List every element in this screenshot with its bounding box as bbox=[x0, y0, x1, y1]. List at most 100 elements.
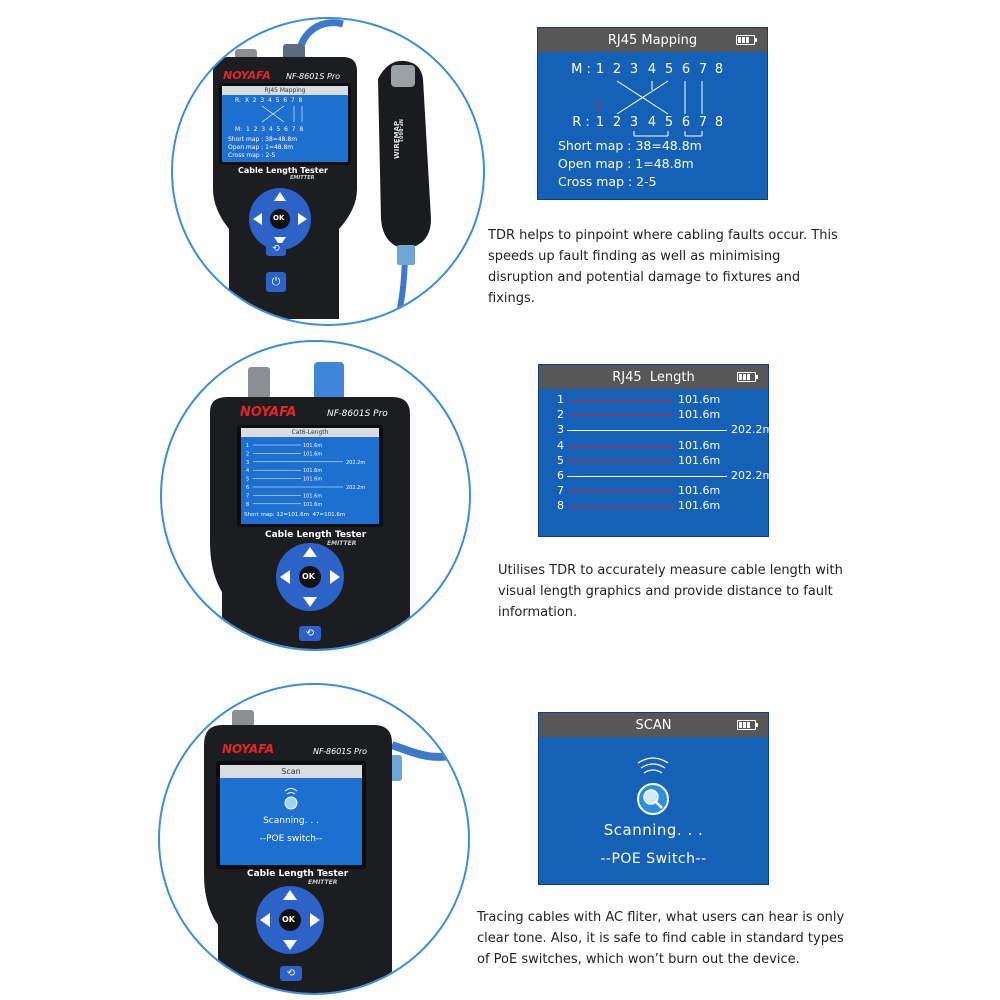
length-row: 2 101.6m bbox=[557, 408, 777, 422]
length-title: RJ45 Length bbox=[612, 369, 695, 385]
length-row: 5 101.6m bbox=[557, 454, 777, 468]
open-map-line: Open map : 1=48.8m bbox=[558, 156, 694, 171]
ok-button-label[interactable]: OK bbox=[273, 214, 285, 222]
length-value: 202.2m bbox=[731, 423, 774, 437]
ok-button-label[interactable]: OK bbox=[302, 572, 315, 581]
device-screen: RJ45 Mapping R: X 2 3 4 5 6 7 8 M: 1 2 3… bbox=[222, 86, 348, 162]
brand-logo: NOYAFA bbox=[222, 742, 275, 756]
mini-pin-number: 3 bbox=[246, 460, 249, 466]
mapping-panel: RJ45 Mapping M : 1 2 3 4 5 6 7 8 R : 1 2… bbox=[537, 27, 768, 200]
device-screen-title: RJ45 Mapping bbox=[222, 86, 348, 95]
device-sub-plate: EMITTER bbox=[308, 879, 338, 886]
back-button[interactable]: ⟲ bbox=[266, 243, 286, 256]
mini-pin-number: 4 bbox=[246, 468, 249, 474]
device-plate: Cable Length Tester bbox=[247, 869, 349, 879]
device-screen-status: Scanning. . . bbox=[263, 816, 319, 826]
r-pin: 8 bbox=[714, 115, 724, 130]
r-label: R : bbox=[572, 115, 590, 130]
length-row: 6 202.2m bbox=[557, 469, 777, 483]
length-bar bbox=[567, 415, 674, 417]
m-pin: 7 bbox=[698, 62, 708, 77]
mapping-title-bar: RJ45 Mapping bbox=[538, 28, 767, 52]
mapping-r-row: R : 1 2 3 4 5 6 7 8 bbox=[538, 115, 767, 131]
length-title-bar: RJ45 Length bbox=[539, 365, 768, 389]
r-pin: 4 bbox=[647, 115, 657, 130]
mini-length-value: 101.6m bbox=[303, 477, 322, 483]
device-plate: Cable Length Tester bbox=[265, 530, 367, 540]
length-bar bbox=[567, 445, 674, 447]
length-bar bbox=[567, 491, 674, 493]
mini-pin-number: 8 bbox=[246, 502, 249, 508]
length-bar bbox=[567, 430, 727, 432]
ok-button-label[interactable]: OK bbox=[282, 915, 295, 924]
pin-number: 6 bbox=[557, 469, 564, 482]
mini-pin-number: 6 bbox=[246, 485, 249, 491]
length-value: 101.6m bbox=[678, 393, 721, 406]
model-label: NF-8601S Pro bbox=[327, 409, 388, 419]
back-button[interactable]: ⟲ bbox=[280, 966, 302, 981]
product-photo-mapping: NOYAFA NF-8601S Pro RJ45 Mapping R: X 2 … bbox=[171, 17, 485, 326]
pin-number: 2 bbox=[557, 408, 564, 422]
magnifier-icon bbox=[637, 757, 669, 815]
device-screen-r-row: R: X 2 3 4 5 6 7 8 bbox=[235, 97, 303, 104]
length-value: 101.6m bbox=[678, 499, 721, 513]
device-screen-line-2: Open map : 1=48.8m bbox=[228, 144, 294, 151]
brand-logo: NOYAFA bbox=[240, 405, 297, 420]
scan-result: --POE Switch-- bbox=[600, 851, 707, 867]
back-button[interactable]: ⟲ bbox=[299, 626, 321, 641]
length-row: 7 101.6m bbox=[557, 484, 777, 498]
dpad[interactable] bbox=[252, 882, 328, 958]
mini-length-value: 101.6m bbox=[303, 468, 322, 474]
length-description: Utilises TDR to accurately measure cable… bbox=[498, 563, 843, 620]
power-button[interactable]: ⏻ bbox=[266, 272, 286, 292]
length-bar bbox=[567, 476, 727, 477]
m-pin: 4 bbox=[647, 62, 657, 77]
brand-logo: NOYAFA bbox=[223, 69, 271, 82]
pin-number: 7 bbox=[557, 484, 564, 498]
mini-pin-number: 2 bbox=[246, 451, 249, 457]
r-pin: 2 bbox=[612, 115, 622, 130]
mini-length-value: 101.6m bbox=[303, 493, 322, 499]
length-value: 101.6m bbox=[678, 438, 721, 452]
device-plate: Cable Length Tester bbox=[238, 166, 328, 175]
dpad[interactable] bbox=[272, 539, 348, 615]
length-value: 101.6m bbox=[678, 484, 721, 498]
scan-status: Scanning. . . bbox=[603, 821, 704, 839]
device-sub-plate: EMITTER bbox=[290, 175, 315, 181]
mapping-title: RJ45 Mapping bbox=[607, 32, 698, 48]
scan-title-bar: SCAN bbox=[539, 713, 768, 737]
mini-length-value: 101.6m bbox=[303, 502, 322, 508]
pin-number: 5 bbox=[557, 453, 564, 467]
cross-map-line: Cross map : 2-5 bbox=[558, 174, 657, 189]
mini-length-value: 202.2m bbox=[346, 460, 365, 466]
mini-pin-number: 1 bbox=[246, 443, 249, 449]
length-bar bbox=[567, 506, 674, 508]
mini-length-value: 101.6m bbox=[303, 443, 322, 449]
length-bar bbox=[567, 460, 674, 462]
dpad[interactable] bbox=[245, 184, 315, 254]
m-pin: 6 bbox=[681, 62, 691, 77]
model-label: NF-8601S Pro bbox=[286, 72, 341, 81]
scan-panel: SCAN Scanning. . . --POE Switch-- bbox=[538, 712, 769, 885]
length-row: 8 101.6m bbox=[557, 499, 777, 513]
m-label: M : bbox=[571, 62, 591, 77]
r-pin: 3 bbox=[629, 115, 639, 130]
device-screen-m-row: M: 1 2 3 4 5 6 7 8 bbox=[235, 126, 304, 133]
m-pin: 3 bbox=[629, 62, 639, 77]
device-screen-line-1: Short map : 38=48.8m bbox=[228, 136, 298, 143]
battery-icon bbox=[736, 35, 757, 45]
device-screen-footer: Short map: 12=101.6m 47=101.6m bbox=[244, 512, 346, 518]
length-value: 101.6m bbox=[678, 408, 721, 422]
battery-icon bbox=[737, 372, 758, 382]
r-pin: 5 bbox=[664, 115, 674, 130]
wire-map-diagram bbox=[598, 80, 703, 137]
length-value: 202.2m bbox=[731, 469, 774, 482]
pin-number: 8 bbox=[557, 499, 564, 513]
length-value: 101.6m bbox=[678, 453, 721, 467]
mini-length-value: 101.6m bbox=[303, 451, 322, 457]
pin-number: 4 bbox=[557, 438, 564, 452]
